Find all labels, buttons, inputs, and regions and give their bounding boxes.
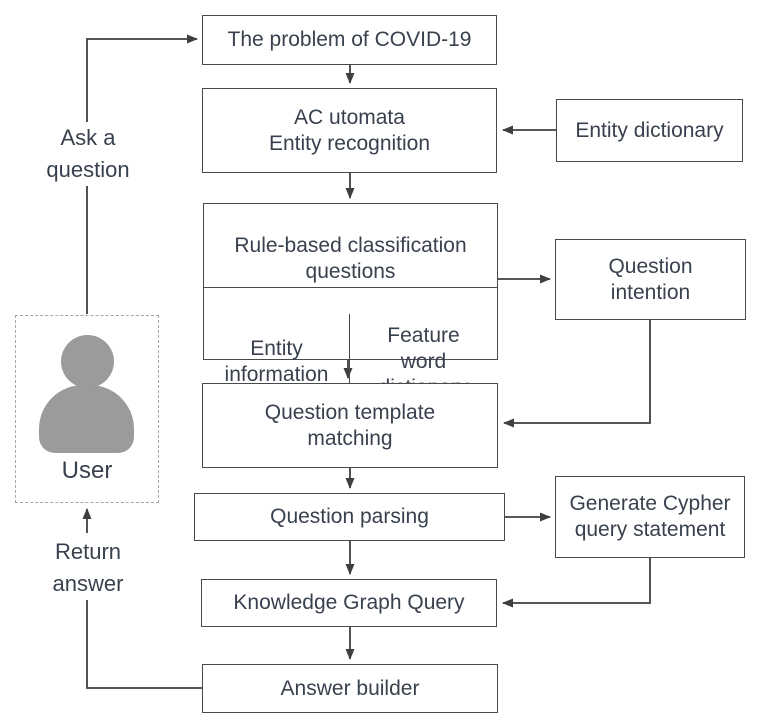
person-icon-body [39,385,134,453]
node-entity-dictionary: Entity dictionary [556,99,743,162]
person-icon-head [61,335,114,388]
line-answer-to-return [86,600,202,689]
node-question-parsing: Question parsing [194,493,505,541]
node-rule-based-classification: Rule-based classification questions Enti… [203,203,498,410]
node-ac-automata-entity-recognition: AC utomata Entity recognition [202,88,497,173]
ask-question-label: Ask a question [46,125,130,182]
node-question-intention: Question intention [555,239,746,320]
node-knowledge-graph-query: Knowledge Graph Query [201,579,497,627]
arrow-cypher-to-knowledge [502,558,651,608]
arrow-user-to-problem [86,34,198,122]
user-actor-box: User [15,315,159,503]
node-generate-cypher-query: Generate Cypher query statement [555,476,745,558]
node-answer-builder: Answer builder [202,664,498,713]
return-answer-label: Return answer [52,539,124,596]
classification-header: Rule-based classification questions [204,230,497,288]
user-label: User [61,457,113,484]
arrow-intention-to-template [503,320,651,428]
node-problem-of-covid19: The problem of COVID-19 [202,15,497,65]
node-question-template-matching: Question template matching [202,383,498,468]
cell-entity-information: Entity information [204,314,350,410]
